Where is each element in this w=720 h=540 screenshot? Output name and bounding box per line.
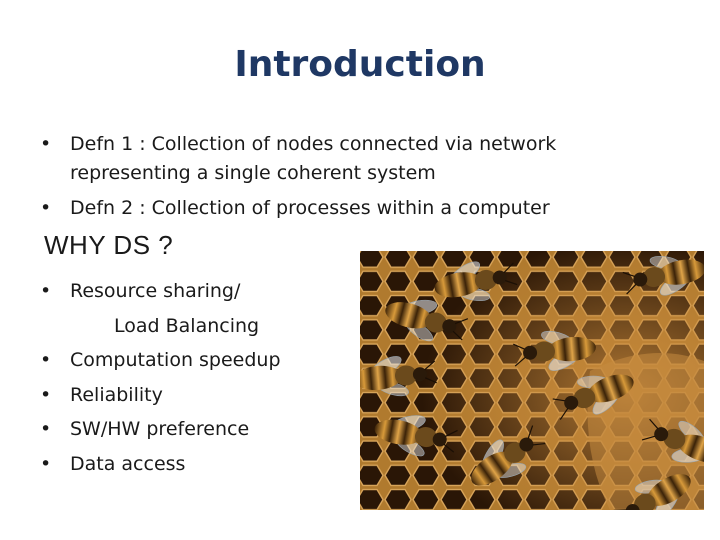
reason-item: Computation speedup: [40, 343, 360, 378]
reason-label-continuation: Load Balancing: [114, 314, 260, 337]
definition-item: Defn 1 : Collection of nodes connected v…: [40, 130, 680, 188]
reason-label: Data access: [70, 452, 186, 475]
reason-label: SW/HW preference: [70, 418, 250, 441]
honeycomb-illustration: [360, 251, 704, 510]
section-heading: WHY DS ?: [44, 230, 174, 260]
reason-item: Data access: [40, 447, 360, 482]
definition-list: Defn 1 : Collection of nodes connected v…: [40, 130, 680, 229]
reason-label: Reliability: [70, 383, 163, 406]
reason-item: Reliability: [40, 378, 360, 413]
reason-item: SW/HW preference: [40, 412, 360, 447]
reason-label: Computation speedup: [70, 349, 281, 372]
reason-item: Resource sharing/ Load Balancing: [40, 274, 360, 343]
bees-honeycomb-photo: [360, 251, 704, 510]
reason-label: Resource sharing/: [70, 280, 241, 302]
definition-item: Defn 2 : Collection of processes within …: [40, 194, 680, 223]
reasons-list: Resource sharing/ Load Balancing Computa…: [40, 274, 360, 482]
slide-title: Introduction: [234, 44, 486, 85]
